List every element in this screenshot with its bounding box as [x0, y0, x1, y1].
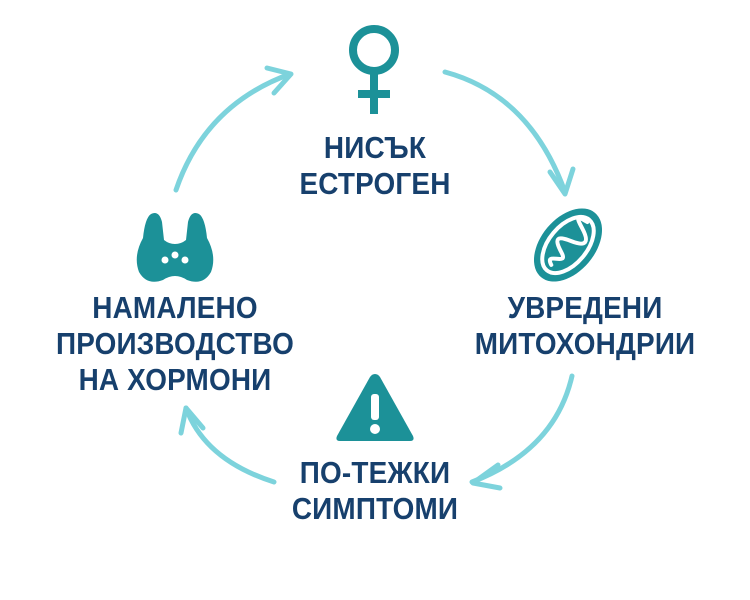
- node-label-damaged-mitochondria: УВРЕДЕНИ МИТОХОНДРИИ: [455, 290, 716, 362]
- arrow-left-to-top: [173, 71, 293, 193]
- node-label-low-estrogen: НИСЪК ЕСТРОГЕН: [263, 130, 488, 202]
- node-label-line: НИСЪК: [323, 130, 427, 165]
- node-label-worse-symptoms: ПО-ТЕЖКИ СИМПТОМИ: [263, 455, 488, 527]
- node-label-line: МИТОХОНДРИИ: [474, 326, 696, 361]
- arrow-bottom-to-left: [183, 405, 277, 485]
- node-label-line: НА ХОРМОНИ: [78, 362, 272, 397]
- arrowhead-right-to-bottom: [470, 462, 503, 491]
- arrow-top-to-right: [442, 69, 568, 195]
- warning-triangle-icon: [336, 374, 414, 441]
- node-label-reduced-hormone-production: НАМАЛЕНО ПРОИЗВОДСТВО НА ХОРМОНИ: [45, 290, 306, 398]
- thyroid-gland-icon: [136, 213, 214, 282]
- node-label-line: СИМПТОМИ: [291, 491, 459, 526]
- female-symbol-icon: [349, 25, 399, 114]
- node-label-line: ПРОИЗВОДСТВО: [55, 326, 294, 361]
- node-label-line: ЕСТРОГЕН: [299, 166, 451, 201]
- arrow-right-to-bottom: [469, 373, 575, 485]
- mitochondria-icon: [533, 208, 603, 282]
- arrowhead-left-to-top: [264, 65, 294, 96]
- node-label-line: ПО-ТЕЖКИ: [299, 455, 451, 490]
- arrowhead-top-to-right: [547, 166, 576, 197]
- node-label-line: НАМАЛЕНО: [92, 290, 258, 325]
- node-label-line: УВРЕДЕНИ: [507, 290, 663, 325]
- arrowhead-bottom-to-left: [178, 405, 206, 436]
